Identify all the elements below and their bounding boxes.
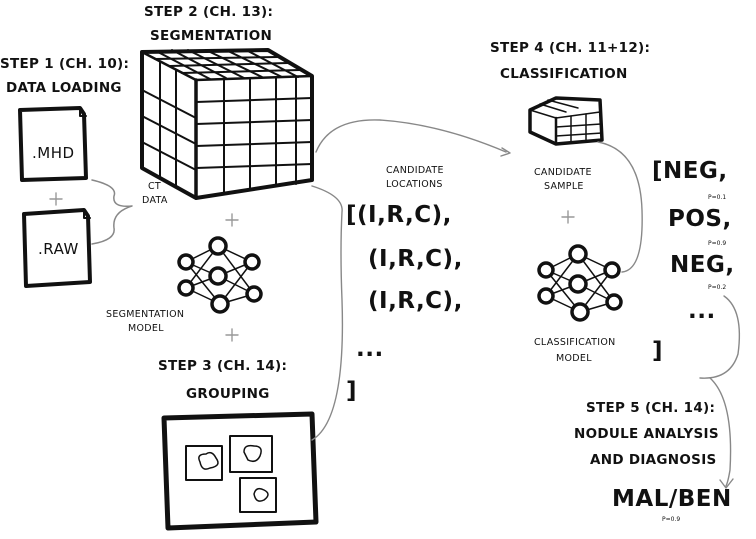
grouping-icon — [161, 411, 319, 531]
mhd-file-icon — [18, 106, 88, 182]
ct-cube-icon — [140, 48, 314, 200]
step5-line3: AND DIAGNOSIS — [590, 452, 717, 468]
step5-line2: NODULE ANALYSIS — [574, 426, 719, 442]
candidate-sample-icon — [528, 96, 604, 146]
step2-subtitle: SEGMENTATION — [150, 28, 273, 44]
candidate-row-1: [(I,R,C), — [346, 202, 452, 228]
prediction-ellipsis: ... — [688, 298, 716, 324]
cand-sample-label-2: SAMPLE — [544, 181, 584, 192]
step4-subtitle: CLASSIFICATION — [500, 66, 628, 82]
step5-title: STEP 5 (CH. 14): — [586, 400, 716, 416]
seg-model-label-2: MODEL — [128, 323, 164, 334]
diagnosis-result: MAL/BEN — [612, 486, 732, 512]
prediction-p2: P=0.9 — [708, 240, 727, 247]
prediction-row-2: POS, — [668, 206, 732, 232]
diagnosis-p: P=0.9 — [662, 516, 681, 523]
step1-subtitle: DATA LOADING — [6, 80, 122, 96]
step3-title: STEP 3 (CH. 14): — [158, 358, 288, 374]
class-model-label-1: CLASSIFICATION — [534, 337, 616, 348]
seg-model-label-1: SEGMENTATION — [106, 309, 185, 320]
candidate-row-3: (I,R,C), — [368, 288, 463, 314]
segmentation-model-icon — [177, 236, 263, 314]
step1-title: STEP 1 (CH. 10): — [0, 56, 130, 72]
step4-title: STEP 4 (CH. 11+12): — [490, 40, 651, 56]
prediction-close-bracket: ] — [652, 338, 664, 364]
mhd-file-label: .MHD — [32, 144, 75, 162]
classification-model-icon — [537, 244, 623, 322]
flow-lines — [311, 119, 741, 489]
raw-file-label: .RAW — [38, 240, 79, 258]
prediction-row-1: [NEG, — [652, 158, 728, 184]
raw-file-icon — [22, 208, 92, 288]
plus-signs — [49, 192, 575, 342]
files-brace — [91, 179, 133, 245]
prediction-row-3: NEG, — [670, 252, 735, 278]
candidate-close-bracket: ] — [346, 378, 358, 404]
step2-title: STEP 2 (CH. 13): — [144, 4, 274, 20]
prediction-p1: P=0.1 — [708, 194, 727, 201]
cand-sample-label-1: CANDIDATE — [534, 167, 592, 178]
ct-data-label-1: CT — [148, 181, 162, 192]
candidate-ellipsis: ... — [356, 336, 384, 362]
step3-subtitle: GROUPING — [186, 386, 270, 402]
candidate-row-2: (I,R,C), — [368, 246, 463, 272]
ct-data-label-2: DATA — [142, 195, 168, 206]
class-model-label-2: MODEL — [556, 353, 592, 364]
cand-loc-label-2: LOCATIONS — [386, 179, 443, 190]
prediction-p3: P=0.2 — [708, 284, 727, 291]
cand-loc-label-1: CANDIDATE — [386, 165, 444, 176]
